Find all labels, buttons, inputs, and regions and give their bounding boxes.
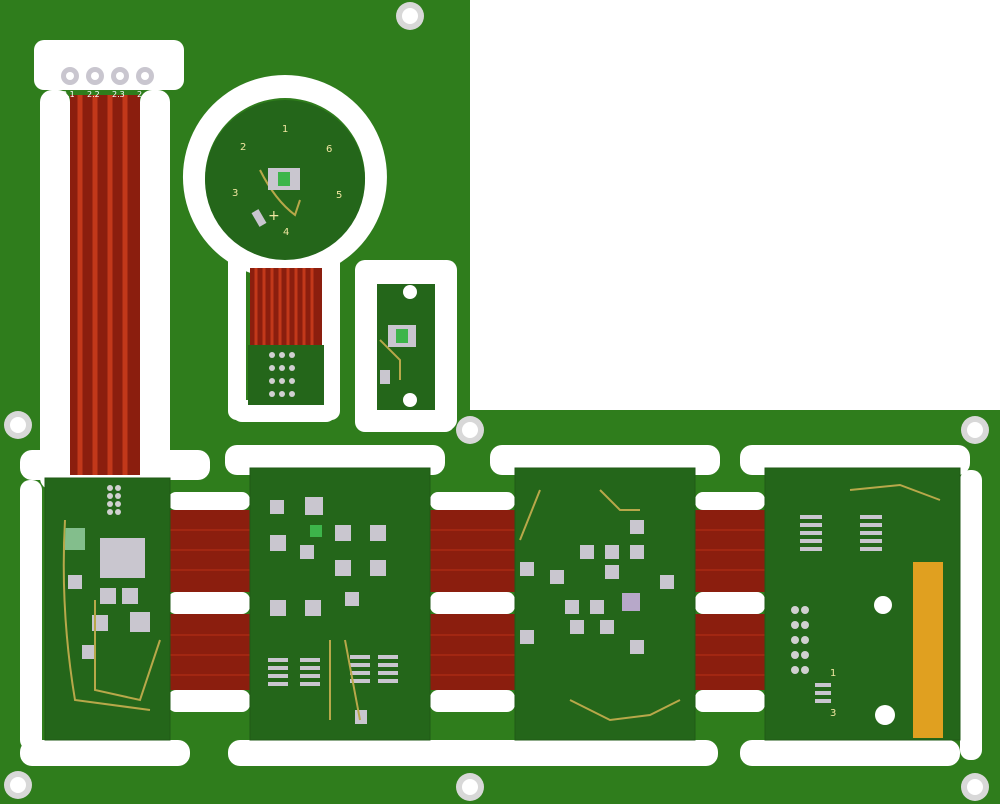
- small-chips: [65, 168, 416, 550]
- mark-label: 4: [283, 227, 289, 238]
- via-grid: [107, 352, 809, 674]
- mark-label: 2: [240, 142, 246, 153]
- polarity-mark: +: [268, 208, 280, 224]
- gold-pad: [913, 562, 943, 738]
- pin-label: 2.2: [87, 90, 100, 99]
- mark-label: 6: [326, 144, 332, 155]
- ic-pads: [268, 515, 882, 703]
- pin-label: 2.4: [137, 90, 150, 99]
- circle-marks: 1 2 3 4 5 6 + 1 3: [232, 124, 836, 719]
- connector-pins: [61, 67, 154, 85]
- right-board-mark: 1: [830, 668, 836, 679]
- pads: [65, 497, 674, 724]
- pin-label: 2.1: [62, 90, 75, 99]
- right-board-mark: 3: [830, 708, 836, 719]
- mark-label: 3: [232, 188, 238, 199]
- silkscreen-text: 2.1 2.2 2.3 2.4: [62, 90, 150, 99]
- mark-label: 5: [336, 190, 342, 201]
- pin-label: 2.3: [112, 90, 125, 99]
- mark-label: 1: [282, 124, 288, 135]
- mounting-holes: [4, 2, 989, 801]
- flex-regions: [70, 95, 765, 690]
- copper-traces: [62, 169, 941, 722]
